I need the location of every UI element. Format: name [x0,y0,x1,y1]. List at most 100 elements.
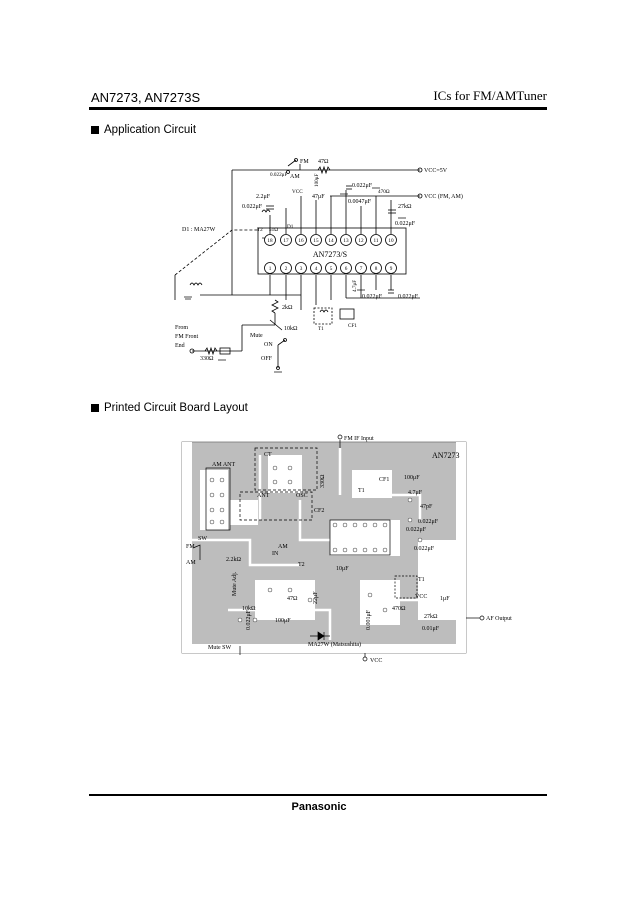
pin-11: 11 [374,238,379,244]
pcb-c1u-label: 1μF [440,596,450,602]
pcb-in-label: IN [272,551,279,557]
pcb-r27k-label: 27kΩ [424,614,438,620]
c47ub-label: 4.7μF [352,280,358,292]
pcb-c10u-label: 10μF [336,566,349,572]
pcb-fm-if-label: FM IF Input [344,436,374,442]
am-label: AM [290,174,300,180]
pcb-cf1-label: CF1 [379,477,389,483]
off-label: OFF [261,356,273,362]
header-part-number: AN7273, AN7273S [91,90,201,105]
c022-2-label: 0.022μF [395,221,416,227]
pin-16: 16 [298,238,304,244]
pcb-t2-label: T2 [298,562,305,568]
c100u-label: 100μF [314,173,320,187]
pcb-c022b-label: 0.022μF [406,527,427,533]
pcb-am-ant-label: AM ANT [212,462,236,468]
pcb-r330-label: 330Ω [320,474,326,488]
pin-18: 18 [267,238,273,244]
pin-10: 10 [388,238,394,244]
r27k-label: 27kΩ [398,204,412,210]
cf1-label: CF1 [348,323,357,329]
pcb-c100u2-label: 100μF [275,618,291,624]
pcb-c001-label: 0.001μF [366,609,372,630]
d1-small-label: D1 [287,224,294,230]
fm-front-label: FM Front [175,334,199,340]
pcb-r47-label: 47Ω [287,596,298,602]
ic-pins-top: 18 17 16 15 14 13 12 11 10 [264,234,397,246]
pcb-c22u-label: 22μF [313,591,319,604]
pcb-t1b-label: T1 [418,577,425,583]
pcb-c47u-label: 4.7μF [408,490,423,496]
pcb-vcc-label: VCC [415,594,427,600]
vcc5-label: VCC=5V [424,168,448,174]
pcb-diode-label: MA27W (Matsushita) [308,641,361,648]
pcb-c0022-label: 0.022μF [246,609,252,630]
r470-label: 470Ω [378,189,390,195]
t1-label: T1 [318,326,324,332]
pcb-mute-adj-label: Mute Adj. [232,571,238,596]
c022-1-label: 0.022μF [352,183,373,189]
pcb-r10k-label: 10kΩ [242,606,256,612]
pcb-c100u-label: 100μF [404,475,420,481]
pcb-t1-label: T1 [358,488,365,494]
c022-bot1-label: 0.022μF [362,294,383,300]
pin-4: 4 [315,266,318,272]
fm-label: FM [300,159,309,165]
pcb-r22k-label: 2.2kΩ [226,557,242,563]
vcc-fm-am-label: VCC (FM, AM) [424,193,463,200]
pcb-title: AN7273 [432,451,460,460]
pcb-osc-label: OSC [296,493,308,499]
mute-label: Mute [250,333,263,339]
end-label: End [175,343,185,349]
pin-2: 2 [285,266,288,272]
header-rule [89,107,547,110]
r10k-label: 10kΩ [284,326,298,332]
bullet-square-icon [91,126,99,134]
pin-1: 1 [269,266,272,272]
section-heading-application: Application Circuit [91,124,196,136]
c022u-label: 0.022μF [270,172,287,178]
bullet-square-icon [91,404,99,412]
pin-14: 14 [328,238,334,244]
ic-name: AN7273/S [313,250,347,259]
c022-left-label: 0.022μF [242,204,263,210]
c47u-label: 47μF [312,194,325,200]
pcb-am-label: AM [186,560,196,566]
pcb-ct-label: CT [264,452,272,458]
on-label: ON [264,342,273,348]
pin-13: 13 [343,238,349,244]
r51-label: 51Ω [269,227,278,233]
ic-pins-bottom: 1 2 3 4 5 6 7 8 9 [264,262,397,274]
pcb-c47p-label: 47pF [420,504,433,510]
footer-rule [89,794,547,796]
pcb-r470-label: 470Ω [392,606,406,612]
pcb-c022a-label: 0.022μF [418,519,439,525]
pin-6: 6 [345,266,348,272]
r47-label: 47Ω [318,159,329,165]
pin-5: 5 [330,266,333,272]
pcb-ant-label: ANT [257,493,270,499]
c0047-label: 0.0047μF [348,199,372,205]
pcb-mute-sw-label: Mute SW [208,645,232,651]
pin-17: 17 [283,238,289,244]
t2-label: T2 [257,227,263,233]
pin-7: 7 [360,266,363,272]
pcb-c022c-label: 0.022μF [414,546,435,552]
header-category: ICs for FM/AMTuner [433,88,547,103]
pin-3: 3 [300,266,303,272]
pin-12: 12 [358,238,364,244]
section-title-pcb: Printed Circuit Board Layout [104,402,248,414]
pcb-fm-label: FM [186,544,195,550]
d1-label: D1 : MA27W [182,227,216,233]
c022-bot2-label: 0.022μF [398,294,419,300]
from-label: From [175,325,188,331]
pcb-sw-label: SW [198,536,207,542]
pin-8: 8 [375,266,378,272]
brand-logo: Panasonic [291,801,347,813]
pin-9: 9 [390,266,393,272]
section-title-application: Application Circuit [104,124,197,136]
pcb-c001b-label: 0.01μF [422,626,440,632]
pin-15: 15 [313,238,319,244]
